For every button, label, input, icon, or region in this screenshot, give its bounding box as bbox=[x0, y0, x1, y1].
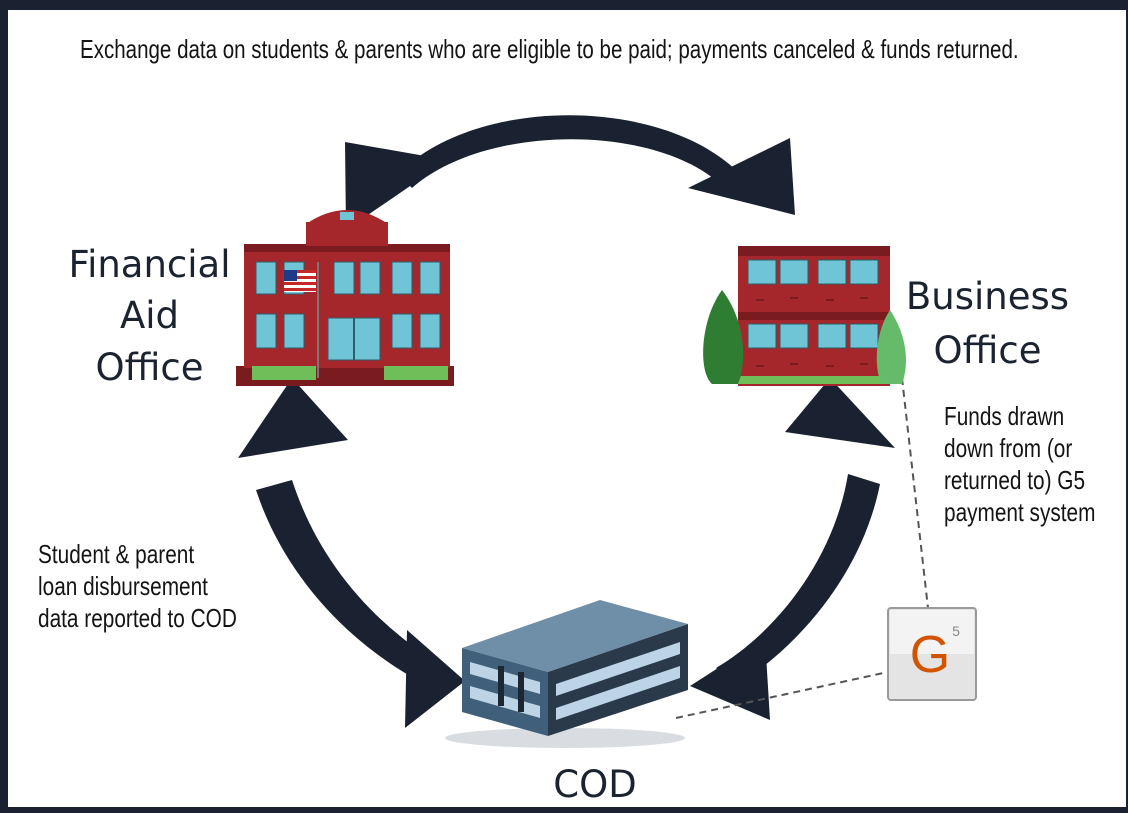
cod-reporting-note-line1: Student & parent bbox=[38, 539, 195, 569]
left-reporting-arrow bbox=[238, 378, 465, 728]
top-arrow-right-head bbox=[688, 138, 795, 215]
business-office-label-line1: Business bbox=[905, 275, 1070, 318]
g5-funds-note-line2: down from (or bbox=[944, 433, 1073, 463]
right-arrow-top-head bbox=[785, 378, 895, 448]
us-flag-icon bbox=[284, 270, 316, 292]
tree-right bbox=[876, 310, 906, 384]
right-arrow-bottom-head bbox=[690, 638, 770, 720]
top-arrow-left-head bbox=[345, 142, 448, 230]
tree-left bbox=[703, 290, 744, 384]
left-arrow-top-head bbox=[238, 378, 348, 458]
business-office-building bbox=[703, 246, 906, 386]
business-office-label-line2: Office bbox=[933, 329, 1042, 372]
g5-dashed-connectors bbox=[675, 377, 929, 719]
financial-aid-office-label-line2: Aid bbox=[119, 294, 180, 337]
g5-payment-system-icon: G 5 bbox=[887, 607, 977, 701]
top-exchange-caption: Exchange data on students & parents who … bbox=[80, 34, 1019, 64]
g5-superscript: 5 bbox=[952, 623, 960, 639]
financial-aid-office-label-line3: Office bbox=[95, 346, 204, 389]
right-payment-arrow bbox=[690, 378, 895, 720]
cod-label: COD bbox=[553, 763, 637, 806]
right-arrow-shaft bbox=[716, 474, 880, 686]
g5-funds-note-line3: returned to) G5 bbox=[944, 465, 1086, 495]
left-arrow-bottom-head bbox=[405, 630, 465, 728]
g5-funds-note-line1: Funds drawn bbox=[944, 401, 1065, 431]
cod-building bbox=[445, 600, 688, 748]
dashed-line-business-to-g5 bbox=[901, 377, 929, 609]
top-exchange-arrow bbox=[345, 115, 795, 230]
financial-aid-office-label-line1: Financial bbox=[68, 243, 231, 286]
left-arrow-shaft bbox=[256, 480, 446, 690]
top-arrow-shaft bbox=[398, 115, 738, 188]
dashed-line-cod-to-g5 bbox=[675, 671, 889, 719]
g5-funds-note-line4: payment system bbox=[944, 497, 1096, 527]
cod-reporting-note-line2: loan disbursement bbox=[38, 571, 208, 601]
financial-aid-office-building bbox=[236, 210, 454, 386]
g5-letter: G bbox=[910, 626, 950, 684]
cod-reporting-note-line3: data reported to COD bbox=[38, 603, 237, 633]
